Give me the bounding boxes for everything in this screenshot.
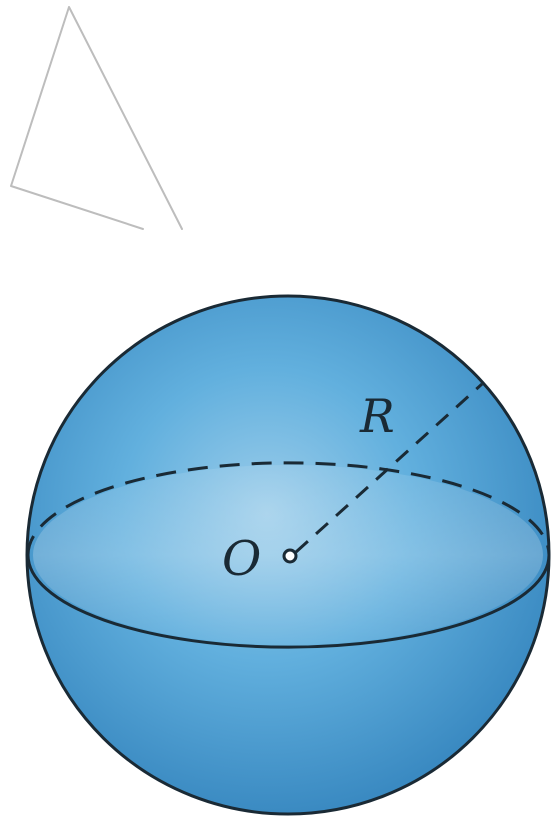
equator-back-dashed	[26, 461, 551, 556]
triangle-outline	[10, 6, 183, 230]
equator-front	[26, 554, 551, 649]
center-label: O	[222, 531, 261, 587]
radius-label: R	[359, 389, 395, 443]
center-point	[282, 548, 298, 564]
radius-line-dashed	[294, 382, 484, 554]
